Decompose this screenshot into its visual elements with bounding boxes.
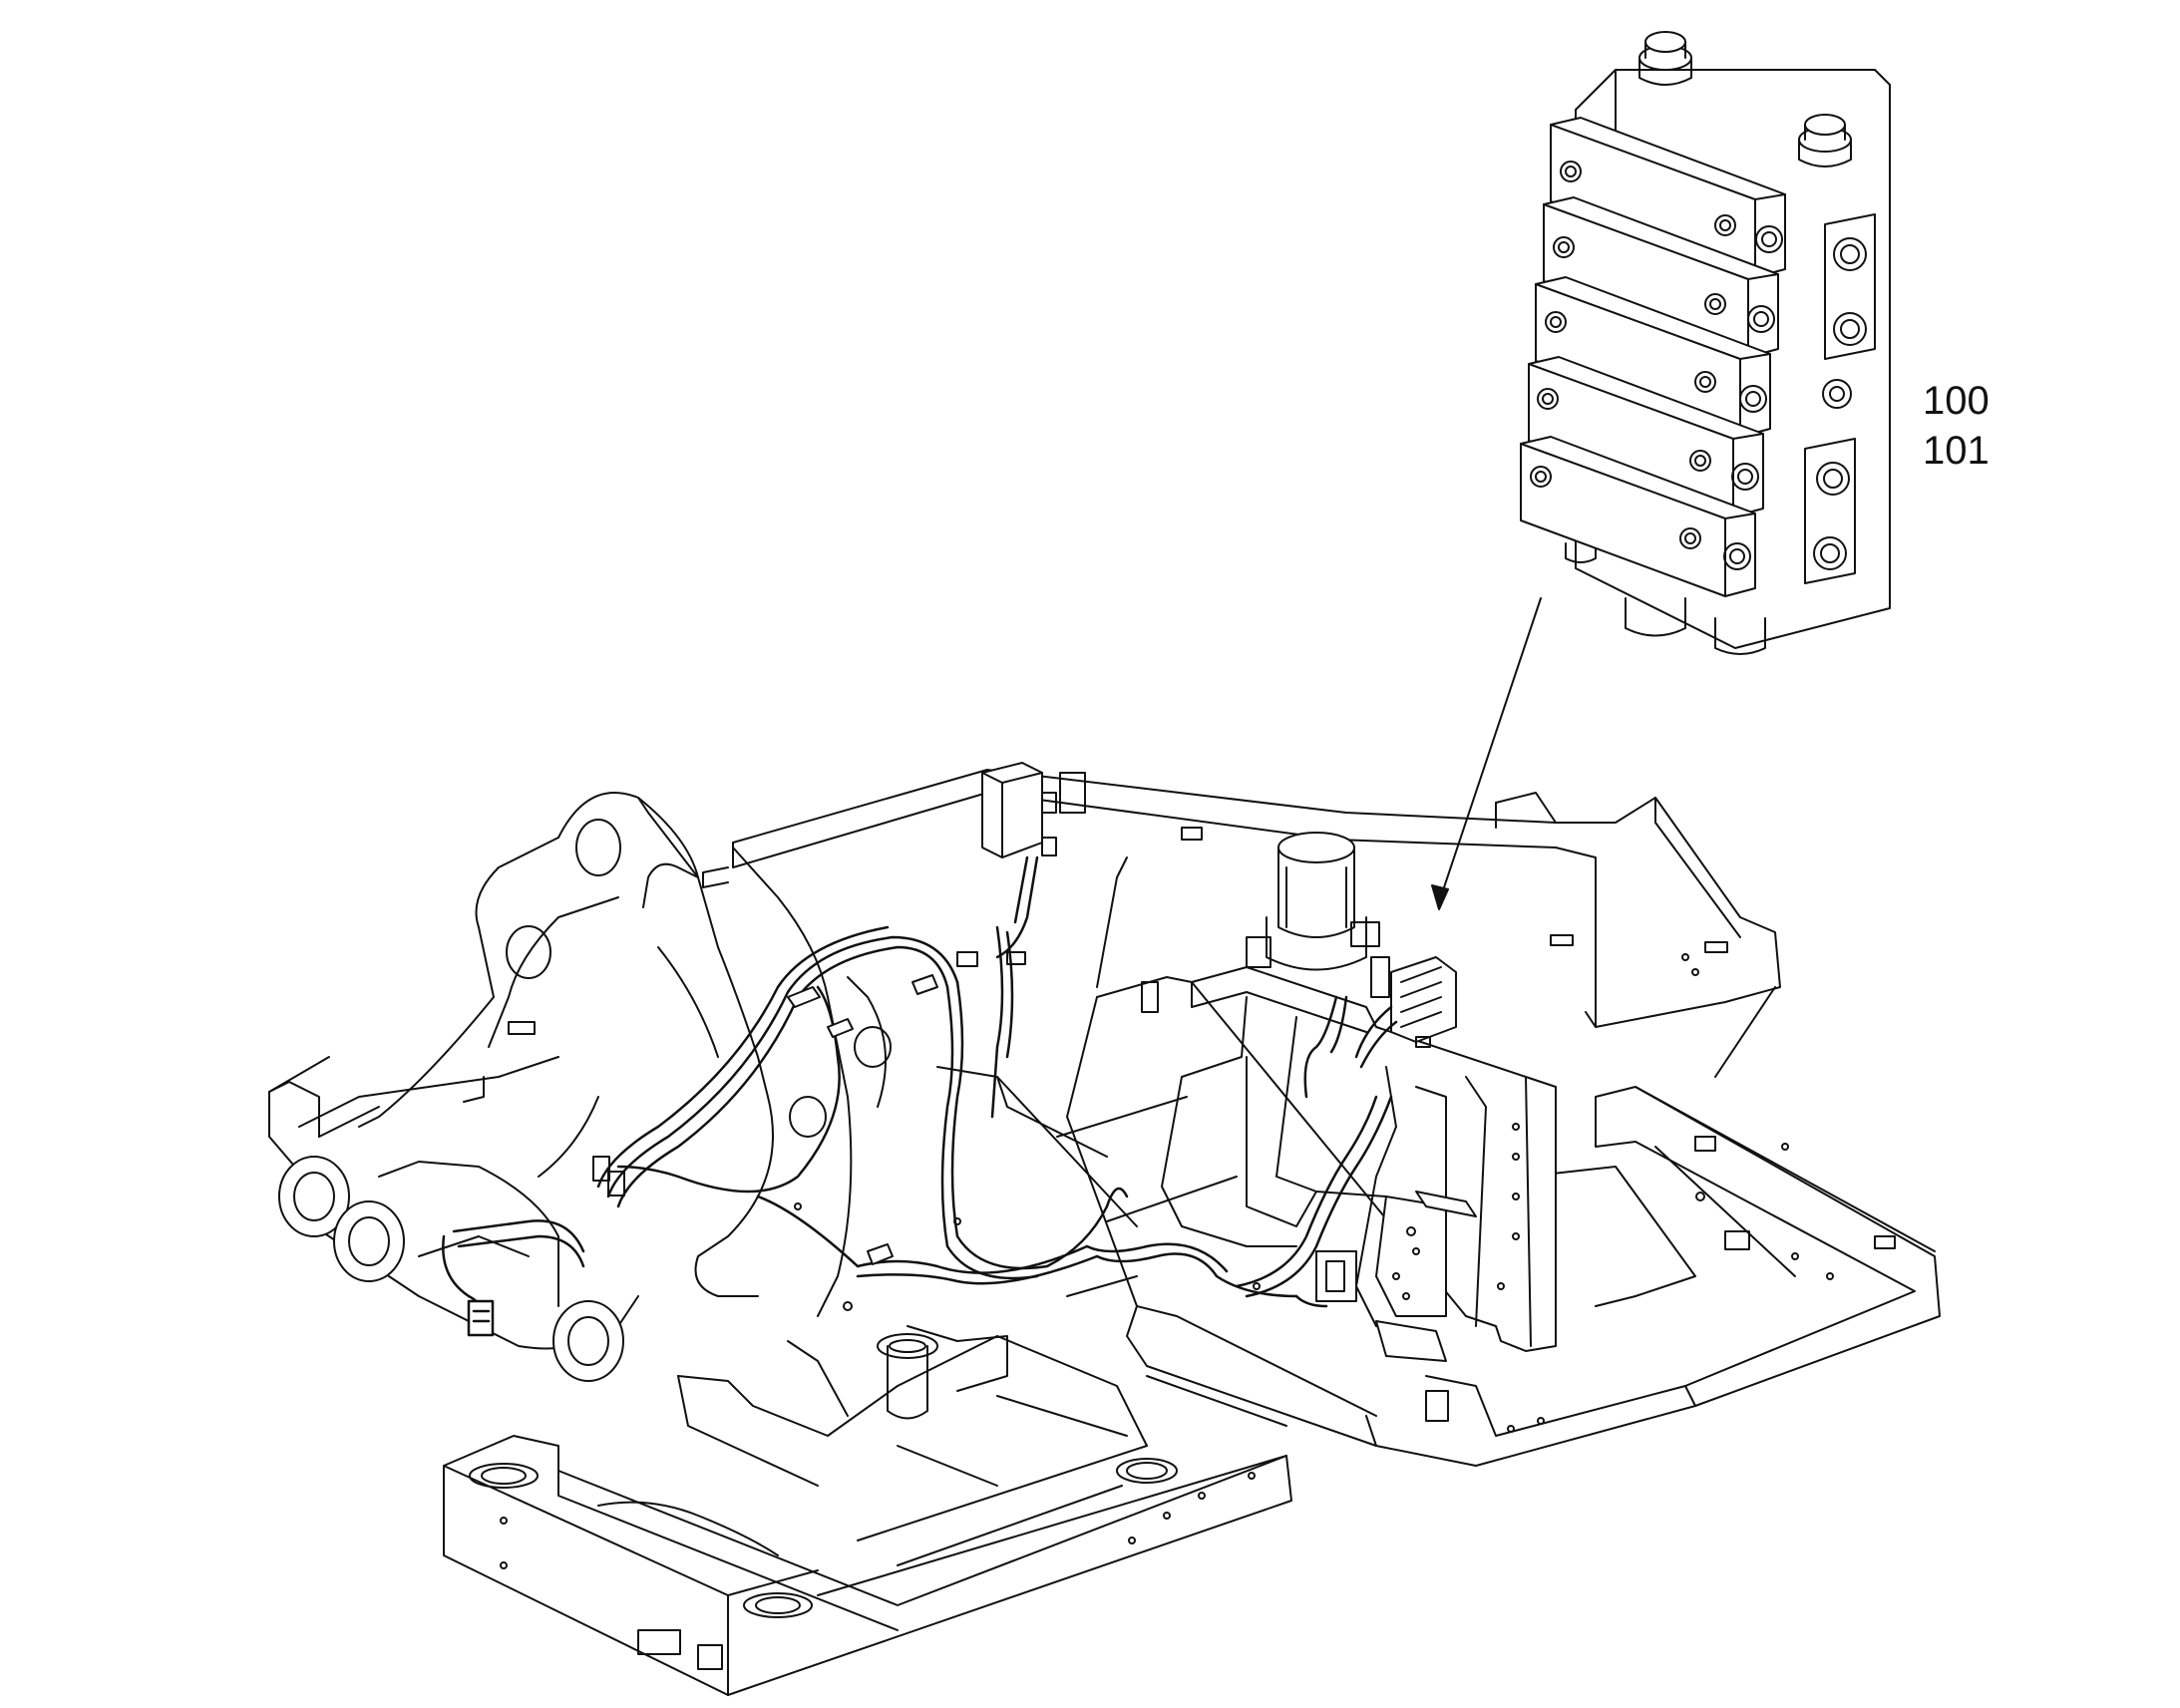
valve-section-5 <box>1521 437 1755 596</box>
valve-section-2 <box>1544 197 1778 357</box>
callout-label-100: 100 <box>1923 379 1990 423</box>
connector-strip <box>1391 957 1456 1047</box>
valve-section-3 <box>1536 277 1770 437</box>
front-pivots <box>269 1057 638 1381</box>
leader-arrow <box>1432 598 1541 909</box>
hose-clamps <box>593 952 1025 1264</box>
frame-upper-right <box>703 770 1780 1077</box>
top-cap-left <box>1639 32 1691 85</box>
hose-harness <box>598 857 1396 1306</box>
frame-misc <box>795 857 1788 1310</box>
control-console <box>1162 967 1556 1361</box>
frame-center-lower <box>678 1326 1286 1486</box>
frame-right-side <box>1366 1087 1940 1466</box>
valve-section-4 <box>1529 357 1763 516</box>
top-cap-right <box>1799 115 1851 167</box>
frame-front-left <box>444 1436 1291 1695</box>
valve-block <box>1521 32 1890 654</box>
loader-tower <box>359 793 891 1316</box>
callout-label-101: 101 <box>1923 429 1990 473</box>
accumulator <box>1247 833 1389 997</box>
lower-harness <box>443 1220 583 1335</box>
valve-section-1 <box>1551 118 1785 277</box>
solenoid-valve <box>982 763 1085 857</box>
frame-center-floor <box>937 997 1695 1446</box>
